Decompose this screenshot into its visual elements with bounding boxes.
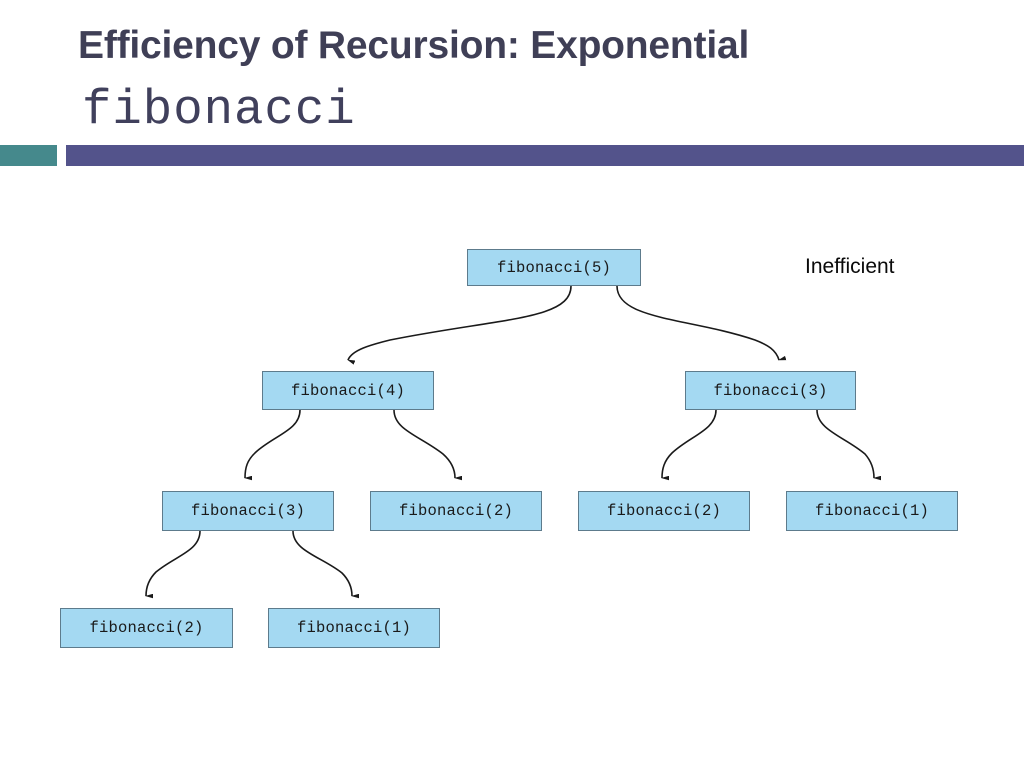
tree-edge — [292, 530, 360, 599]
tree-edge — [244, 409, 301, 481]
tree-node: fibonacci(3) — [162, 491, 334, 531]
tree-edge — [661, 409, 717, 481]
tree-node: fibonacci(3) — [685, 371, 856, 410]
tree-node: fibonacci(2) — [578, 491, 750, 531]
tree-edge — [347, 285, 572, 365]
tree-edge — [616, 285, 787, 361]
page-title: Efficiency of Recursion: Exponential — [78, 24, 750, 67]
tree-node: fibonacci(2) — [370, 491, 542, 531]
tree-edge — [393, 409, 463, 481]
tree-edge — [145, 530, 201, 599]
tree-node: fibonacci(5) — [467, 249, 641, 286]
accent-bar-right — [66, 145, 1024, 166]
page-title-code: fibonacci — [82, 82, 356, 138]
tree-node: fibonacci(4) — [262, 371, 434, 410]
tree-node: fibonacci(1) — [268, 608, 440, 648]
tree-edge — [816, 409, 882, 481]
tree-node: fibonacci(2) — [60, 608, 233, 648]
annotation-inefficient: Inefficient — [805, 255, 895, 278]
accent-bar-left — [0, 145, 57, 166]
tree-node: fibonacci(1) — [786, 491, 958, 531]
slide-title-block: Efficiency of Recursion: Exponential fib… — [0, 0, 1024, 145]
